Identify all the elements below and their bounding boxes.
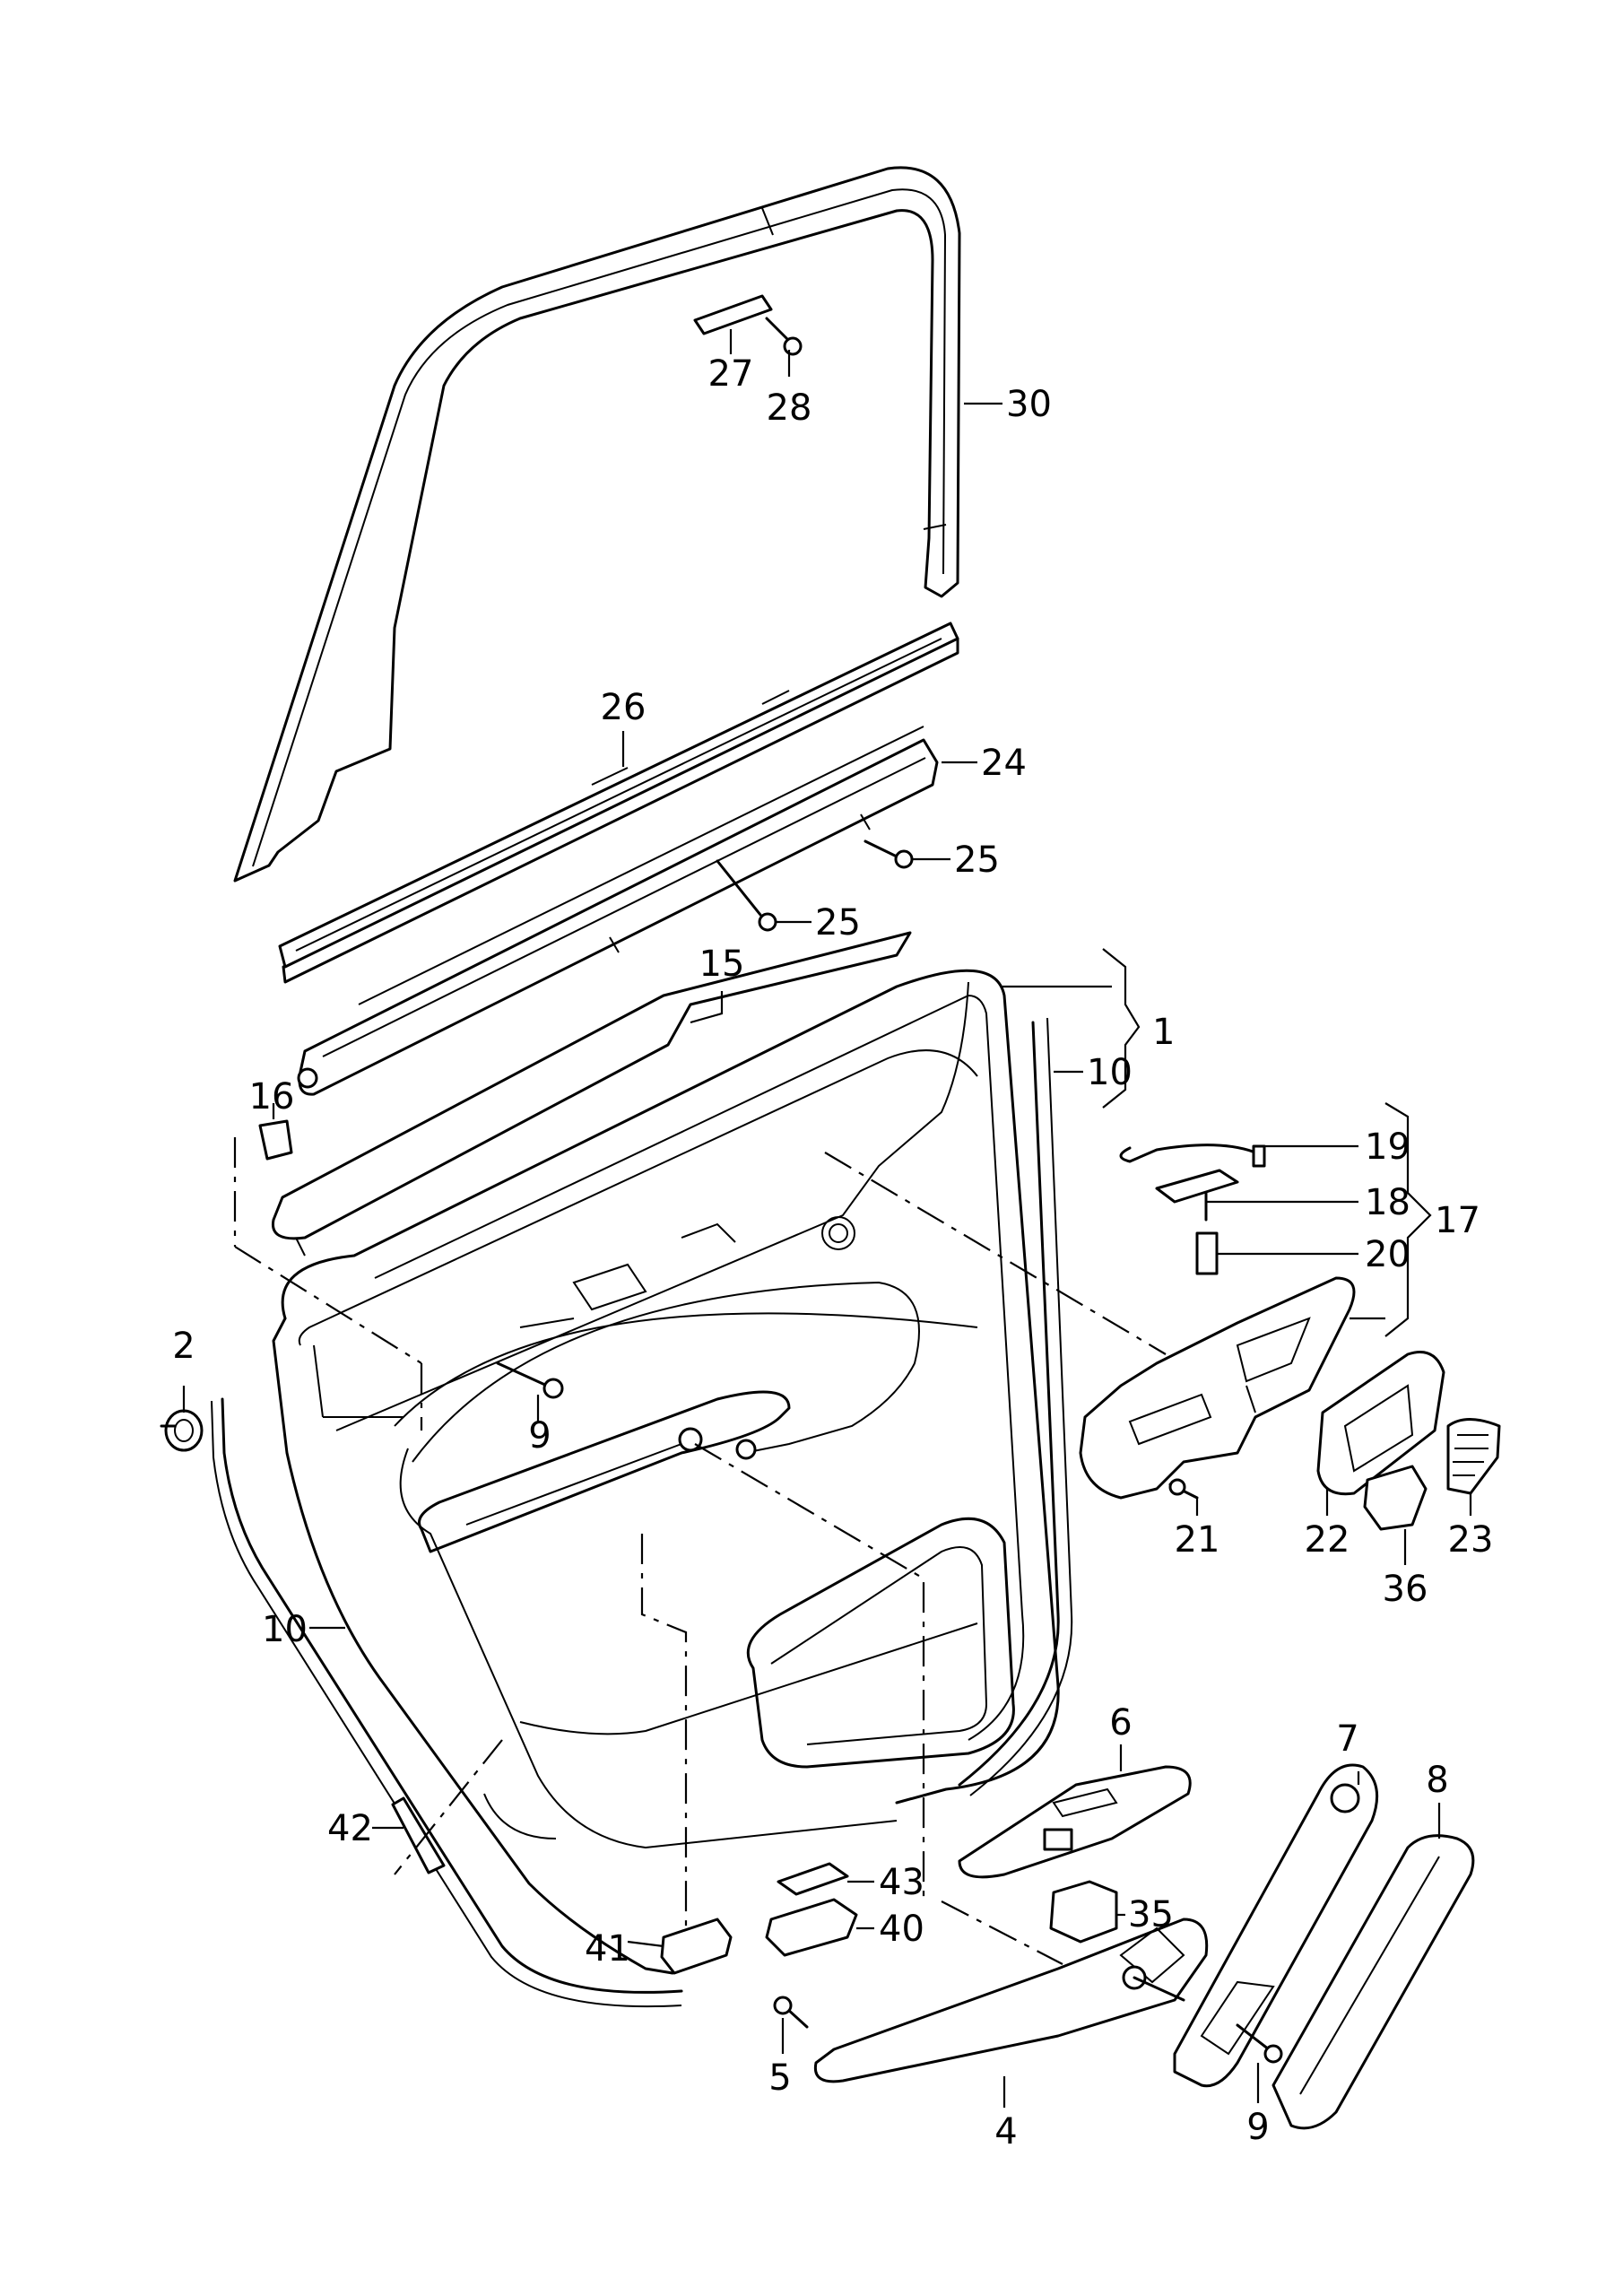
part-43-pad — [777, 1862, 849, 1896]
leader-lines — [182, 329, 1472, 2108]
part-21-screw — [1168, 1478, 1199, 1500]
callout-labels: 27 28 30 26 24 25 25 15 1 10 16 19 18 17… — [172, 353, 1493, 2152]
label-19: 19 — [1365, 1126, 1410, 1168]
part-2-clip — [160, 1409, 204, 1452]
label-4: 4 — [994, 2111, 1017, 2152]
label-21: 21 — [1175, 1519, 1220, 1561]
label-10a: 10 — [1087, 1052, 1133, 1093]
part-28-screw — [765, 317, 803, 356]
part-17-handle-frame — [1079, 1276, 1356, 1500]
label-5: 5 — [768, 2057, 791, 2099]
part-6-handle-cover — [958, 1765, 1192, 1879]
part-27-clip — [693, 294, 773, 335]
label-9a: 9 — [528, 1415, 551, 1457]
part-23-grille — [1446, 1418, 1501, 1495]
part-18-bracket — [1155, 1169, 1239, 1222]
part-42-trim-cap — [391, 1796, 446, 1874]
label-15: 15 — [699, 944, 745, 985]
label-1: 1 — [1152, 1012, 1175, 1053]
label-2: 2 — [172, 1326, 195, 1367]
part-1-door-trim-panel — [272, 969, 1060, 1975]
label-8: 8 — [1426, 1760, 1448, 1801]
label-7: 7 — [1336, 1718, 1358, 1760]
label-43: 43 — [879, 1862, 924, 1903]
label-42: 42 — [327, 1808, 373, 1849]
part-4-armrest — [813, 1918, 1209, 2083]
label-35: 35 — [1128, 1894, 1174, 1935]
part-7-grab-handle — [1173, 1763, 1379, 2088]
label-6: 6 — [1109, 1702, 1132, 1744]
label-25a: 25 — [954, 839, 1000, 881]
part-35-switch — [1049, 1880, 1118, 1944]
part-22-bezel — [1316, 1351, 1445, 1496]
part-10-seal-rear — [958, 1017, 1073, 1796]
part-25-screw-a — [716, 859, 777, 932]
label-18: 18 — [1365, 1182, 1410, 1223]
part-16-clip — [258, 1119, 293, 1161]
label-9b: 9 — [1246, 2107, 1269, 2148]
label-20: 20 — [1365, 1234, 1410, 1275]
label-16: 16 — [249, 1076, 295, 1118]
part-5-screw — [773, 1996, 809, 2029]
assembly-lines — [233, 1137, 1167, 1965]
label-10b: 10 — [262, 1609, 308, 1650]
label-36: 36 — [1383, 1569, 1428, 1610]
label-41: 41 — [585, 1928, 630, 1970]
label-40: 40 — [879, 1909, 924, 1950]
part-30-window-frame-seal — [233, 166, 961, 883]
part-20-plug — [1195, 1231, 1219, 1275]
part-10-seal-lower — [211, 1397, 683, 2008]
label-26: 26 — [601, 687, 647, 728]
part-9-screw-upper — [496, 1361, 564, 1399]
part-8-cover — [1271, 1834, 1475, 2130]
label-28: 28 — [767, 387, 812, 429]
label-27: 27 — [708, 353, 754, 395]
part-26-window-strip — [278, 622, 959, 984]
label-23: 23 — [1448, 1519, 1494, 1561]
part-41-connector — [660, 1918, 733, 1975]
label-22: 22 — [1305, 1519, 1350, 1561]
part-24-window-strip-inner — [297, 726, 939, 1096]
part-19-cable — [1119, 1144, 1266, 1168]
label-30: 30 — [1006, 384, 1052, 425]
label-24: 24 — [981, 743, 1027, 784]
part-25-screw-b — [864, 839, 914, 869]
part-15-trim-strip — [271, 931, 912, 1257]
part-9-screw-lower — [1236, 2023, 1283, 2064]
part-40-tray — [765, 1898, 858, 1957]
label-17: 17 — [1435, 1200, 1480, 1241]
part-36-switch — [1363, 1465, 1428, 1531]
label-25b: 25 — [815, 902, 861, 944]
